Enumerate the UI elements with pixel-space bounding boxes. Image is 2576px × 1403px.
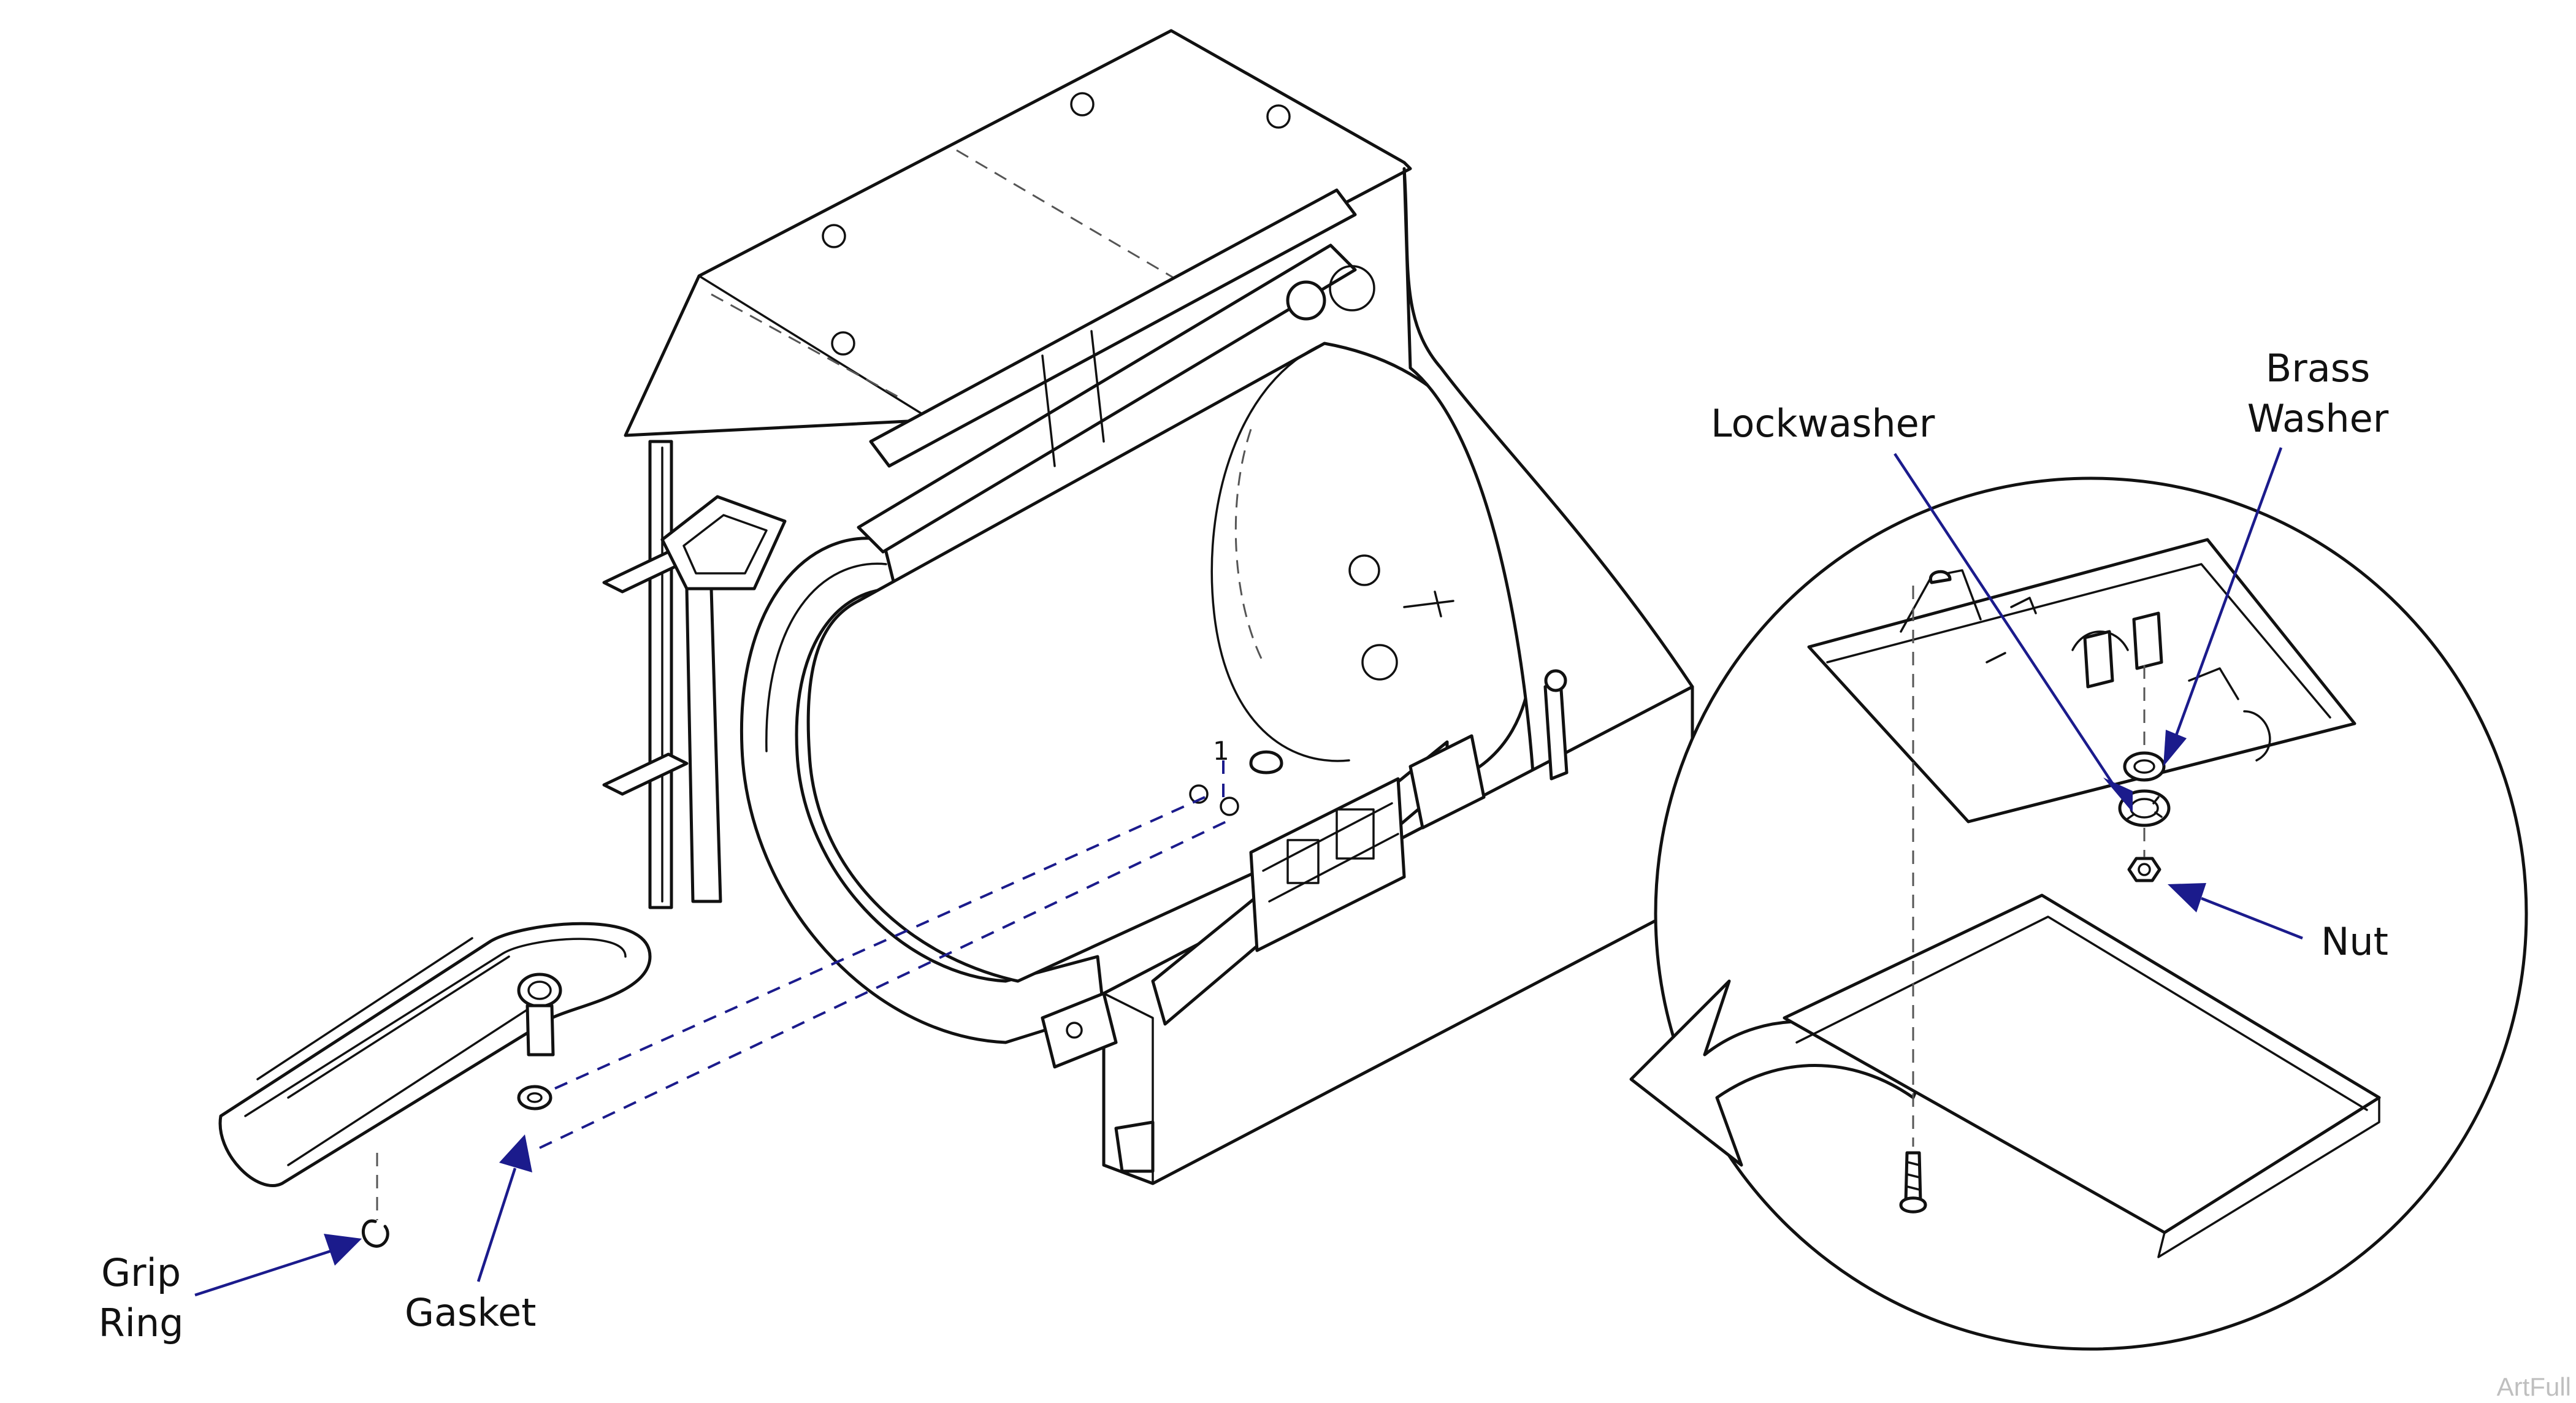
label-brass-washer: Brass Washer bbox=[2238, 343, 2398, 444]
label-grip-ring: Grip Ring bbox=[95, 1248, 187, 1348]
leader-lockwasher bbox=[1894, 453, 2133, 812]
label-grip-ring-line1: Grip bbox=[101, 1250, 182, 1295]
detail-marker-label: 1 bbox=[1213, 736, 1229, 766]
gasket-part bbox=[517, 1085, 552, 1111]
leader-brass-washer bbox=[2163, 447, 2283, 766]
label-brass-washer-line2: Washer bbox=[2247, 396, 2389, 441]
label-brass-washer-line1: Brass bbox=[2265, 346, 2371, 391]
leader-gasket bbox=[476, 1134, 532, 1282]
watermark: ArtFull bbox=[2496, 1372, 2571, 1401]
label-grip-ring-line2: Ring bbox=[98, 1301, 184, 1345]
detail-magnifier bbox=[1629, 476, 2528, 1351]
label-nut: Nut bbox=[2321, 919, 2388, 964]
chamber-housing bbox=[602, 29, 1694, 1185]
grip-ring-part bbox=[361, 1219, 389, 1248]
alignment-dash-lower bbox=[539, 817, 1233, 1149]
alignment-dash-upper bbox=[554, 796, 1206, 1090]
leader-nut bbox=[2168, 883, 2303, 940]
heating-element bbox=[218, 922, 652, 1220]
label-gasket: Gasket bbox=[405, 1290, 537, 1335]
label-lockwasher: Lockwasher bbox=[1711, 401, 1935, 446]
leader-grip-ring bbox=[194, 1234, 362, 1297]
